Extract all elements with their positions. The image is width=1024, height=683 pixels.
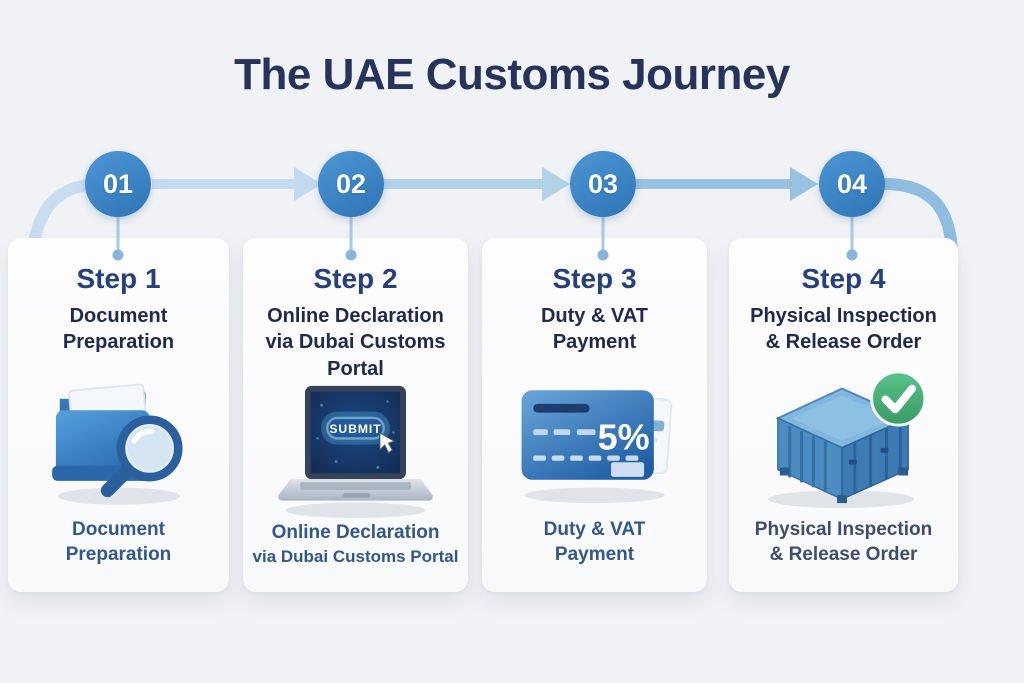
step-2-title: Step 2 — [313, 263, 398, 294]
step-card-2: Step 2 Online Declaration via Dubai Cust… — [243, 238, 468, 592]
step-card-3: Step 3 Duty & VAT Payment — [482, 238, 707, 592]
credit-card-icon: 5% — [521, 390, 673, 504]
timeline-node-2: 02 — [318, 151, 384, 217]
step-1-title: Step 1 — [76, 263, 161, 294]
cursor-icon — [379, 431, 396, 454]
step-3-title: Step 3 — [552, 263, 637, 294]
step-1-caption: Document Preparation — [65, 518, 172, 566]
shipping-container — [775, 387, 911, 504]
approved-check-icon — [869, 370, 926, 427]
timeline-node-1: 01 — [85, 151, 151, 217]
timeline-node-4: 04 — [819, 151, 885, 217]
timeline-node-1-number: 01 — [102, 168, 134, 199]
timeline-node-2-number: 02 — [335, 168, 367, 199]
step-2-subtitle: Online Declaration via Dubai Customs Por… — [265, 304, 446, 380]
submit-button-label: SUBMIT — [329, 422, 381, 436]
folder-search-icon — [51, 383, 183, 505]
step-3-subtitle: Duty & VAT Payment — [540, 304, 649, 354]
arrow-step2-to-step3 — [384, 167, 570, 201]
step-4-caption: Physical Inspection & Release Order — [754, 518, 933, 566]
laptop-submit-icon: SUBMIT — [278, 385, 433, 519]
magnifier-glass — [100, 415, 183, 498]
step-4-subtitle: Physical Inspection & Release Order — [750, 304, 937, 354]
step-4-title: Step 4 — [801, 263, 886, 294]
timeline-node-3: 03 — [570, 151, 636, 217]
step-card-1: Step 1 Document Preparation — [8, 238, 229, 592]
step-card-4: Step 4 Physical Inspection & Release Ord… — [729, 238, 958, 592]
step-1-subtitle: Document Preparation — [62, 304, 175, 354]
timeline-node-4-number: 04 — [836, 168, 868, 199]
vat-rate-label: 5% — [598, 417, 650, 458]
arrow-step3-to-step4 — [636, 167, 818, 201]
arrow-step1-to-step2 — [152, 167, 322, 201]
container-check-icon — [767, 370, 926, 509]
timeline-node-3-number: 03 — [587, 168, 619, 199]
step-2-caption: Online Declaration via Dubai Customs Por… — [252, 521, 459, 566]
step-3-caption: Duty & VAT Payment — [543, 518, 646, 566]
page-title: The UAE Customs Journey — [234, 50, 790, 99]
